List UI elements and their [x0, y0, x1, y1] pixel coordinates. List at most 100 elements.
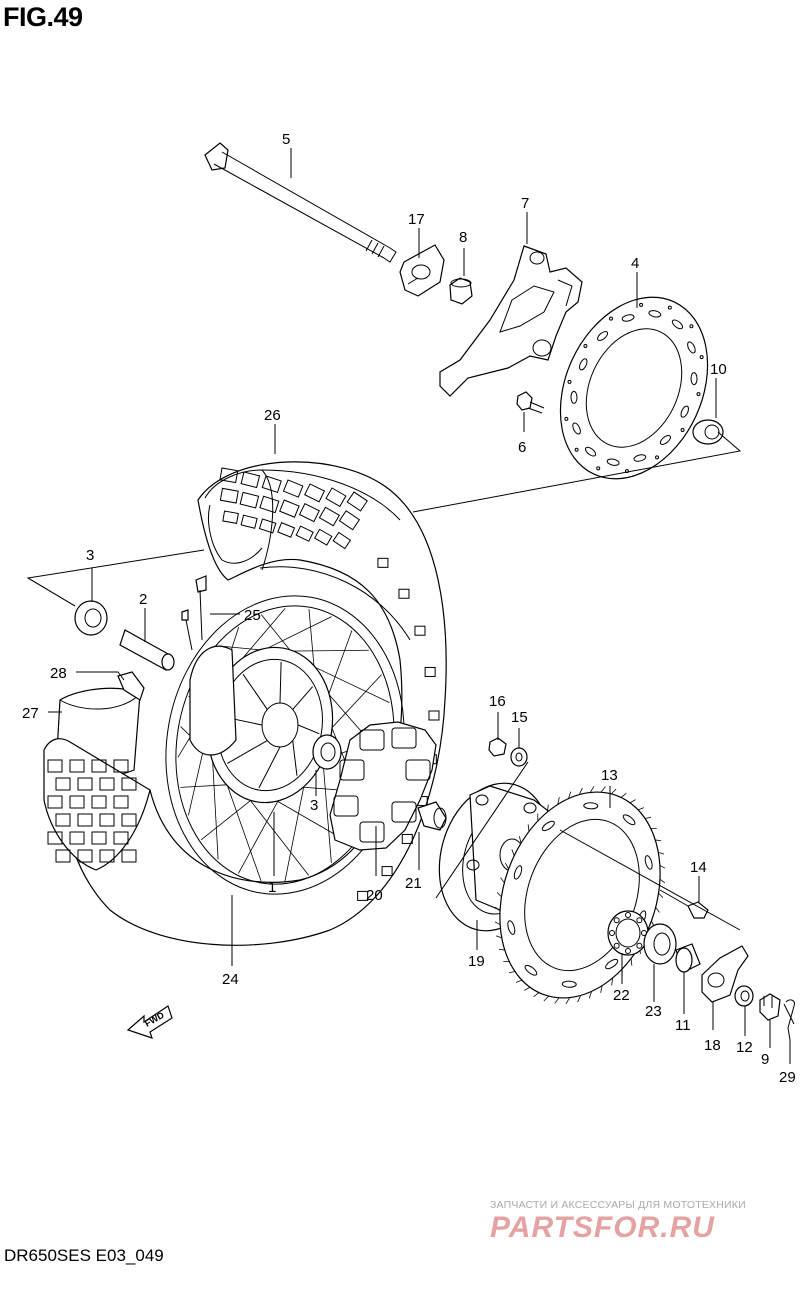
spoke — [225, 780, 262, 882]
hub-rib — [227, 740, 268, 764]
part-cotter-pin[interactable] — [783, 999, 795, 1041]
tread-block — [240, 471, 261, 489]
spoke — [310, 664, 390, 703]
watermark-brand: PARTSFOR.RU — [490, 1211, 715, 1244]
sprocket-tooth — [508, 971, 516, 974]
spoke — [180, 784, 230, 788]
sprocket-tooth — [611, 788, 617, 795]
sprocket-tooth — [655, 906, 660, 913]
sprocket-tooth — [600, 786, 606, 793]
disc-hole — [608, 316, 613, 321]
spoke — [327, 630, 353, 697]
spoke — [247, 797, 310, 876]
part-bearing-left[interactable] — [74, 600, 108, 636]
part-wheel-damper[interactable] — [329, 721, 437, 851]
part-tire-left-fragment — [43, 738, 151, 871]
disc-slot — [687, 341, 696, 354]
sprocket-slot — [561, 980, 577, 988]
tread-block — [222, 510, 239, 524]
part-axle-spacer[interactable] — [675, 943, 701, 973]
tread-block — [121, 777, 137, 791]
damper-block — [359, 729, 385, 751]
sprocket-slot — [605, 958, 619, 970]
sprocket-tooth — [554, 997, 560, 1004]
callout-1: 1 — [268, 879, 276, 896]
part-castle-nut[interactable] — [759, 993, 781, 1021]
tread-block — [219, 487, 239, 504]
disc-hole — [583, 344, 588, 349]
part-chain-adjuster-right[interactable] — [701, 945, 749, 1003]
disc-hole — [624, 469, 629, 474]
part-bearing-right[interactable] — [312, 734, 342, 770]
tread-block — [113, 795, 129, 809]
part-chain-adjuster-left[interactable] — [399, 244, 445, 297]
sprocket-tooth — [630, 958, 633, 966]
part-wheel-rim[interactable] — [143, 577, 428, 913]
fwd-arrow: FWD — [126, 1005, 173, 1039]
part-nut[interactable] — [449, 277, 473, 305]
disc-slot — [572, 422, 581, 435]
spoke — [200, 798, 253, 841]
callout-7: 8 — [459, 229, 467, 246]
tread-block — [47, 831, 63, 845]
part-brake-disc[interactable] — [532, 273, 736, 503]
watermark-subtitle: ЗАПЧАСТИ И АКСЕССУАРЫ ДЛЯ МОТОТЕХНИКИ — [490, 1199, 746, 1211]
disc-hole — [689, 324, 694, 329]
spoke — [308, 609, 315, 670]
sprocket-tooth — [547, 804, 549, 813]
sprocket-tooth — [620, 793, 627, 798]
tread-block — [77, 813, 93, 827]
part-spacer[interactable] — [119, 629, 175, 671]
part-caliper-bracket[interactable] — [439, 245, 583, 397]
spoke — [329, 674, 382, 731]
part-collar[interactable] — [417, 801, 447, 831]
tread-block — [357, 890, 369, 901]
disc-hole — [680, 427, 685, 432]
part-sprocket-bolt[interactable] — [659, 889, 709, 919]
callout-21: 21 — [405, 875, 422, 892]
tread-block — [295, 525, 314, 542]
tread-block — [428, 710, 440, 721]
tread-block — [424, 666, 436, 677]
sprocket-tooth — [659, 865, 666, 869]
callout-9: 10 — [710, 361, 727, 378]
part-nut-small[interactable] — [488, 737, 507, 757]
tread-block — [279, 499, 300, 518]
callout-29: 29 — [779, 1069, 796, 1086]
callout-17: 17 — [408, 211, 425, 228]
sprocket-tooth — [578, 787, 583, 795]
part-washer[interactable] — [734, 985, 754, 1007]
disc-hole — [699, 355, 704, 360]
part-bolt-caliper[interactable] — [516, 391, 545, 414]
tread-block — [121, 813, 137, 827]
disc-slot — [597, 331, 609, 341]
sprocket-tooth — [498, 948, 505, 951]
tread-block — [240, 514, 258, 529]
part-oil-seal[interactable] — [643, 923, 677, 965]
part-bearing-hub[interactable] — [607, 910, 649, 956]
part-rim-tape[interactable] — [117, 671, 145, 701]
callout-2: 2 — [139, 591, 147, 608]
disc-hole — [639, 302, 644, 307]
hub-rib — [292, 740, 298, 776]
part-valve[interactable] — [181, 575, 207, 651]
tread-block — [113, 759, 129, 773]
callout-4: 4 — [631, 255, 639, 272]
bearing-ball — [613, 942, 620, 949]
part-disc-spacer[interactable] — [692, 419, 724, 445]
part-axle[interactable] — [204, 142, 397, 263]
sprocket-tooth — [611, 977, 613, 986]
disc-hole — [696, 392, 701, 397]
sprocket-slot — [541, 820, 555, 832]
part-washer-small[interactable] — [510, 747, 528, 767]
callout-20: 20 — [366, 887, 383, 904]
bearing-ball — [625, 948, 631, 954]
sprocket-tooth — [557, 797, 560, 805]
disc-hole — [667, 305, 672, 310]
callout-24: 24 — [222, 971, 239, 988]
tread-block — [55, 777, 71, 791]
sprocket-tooth — [518, 836, 522, 844]
callout-10: 11 — [675, 1017, 691, 1034]
tread-block — [398, 588, 410, 599]
bearing-ball — [636, 942, 643, 949]
